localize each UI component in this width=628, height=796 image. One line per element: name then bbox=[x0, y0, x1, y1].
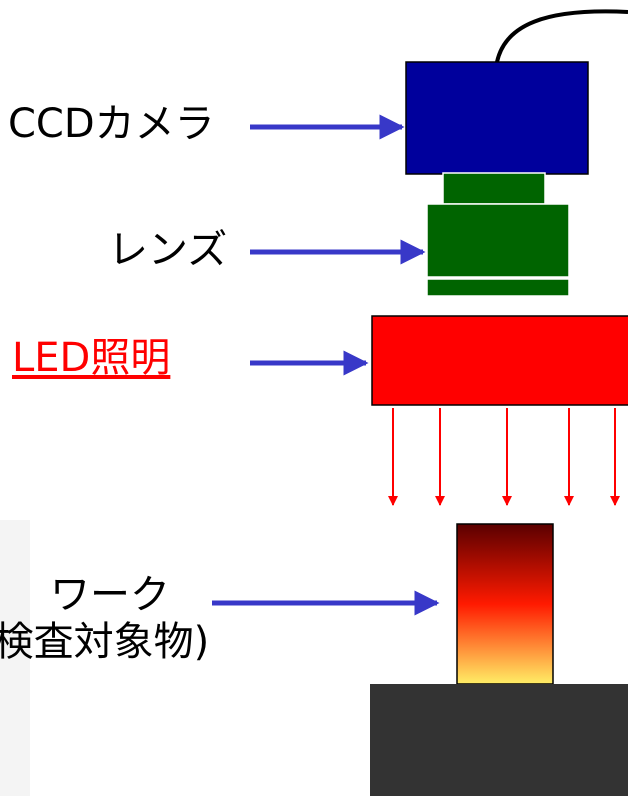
stage bbox=[370, 684, 628, 796]
lens-body bbox=[426, 203, 570, 278]
led-light bbox=[371, 315, 628, 406]
lens-top bbox=[442, 172, 546, 205]
work-label: ワーク bbox=[50, 572, 170, 618]
lens-ring bbox=[426, 278, 570, 297]
background-panel bbox=[0, 520, 30, 796]
camera-cable bbox=[495, 9, 628, 63]
camera-label: CCDカメラ bbox=[8, 101, 215, 147]
work-sublabel: (検査対象物) bbox=[0, 619, 210, 665]
led-label[interactable]: LED照明 bbox=[12, 335, 171, 381]
work-piece bbox=[456, 523, 554, 685]
lens-label: レンズ bbox=[108, 227, 228, 273]
ccd-camera bbox=[405, 61, 589, 175]
